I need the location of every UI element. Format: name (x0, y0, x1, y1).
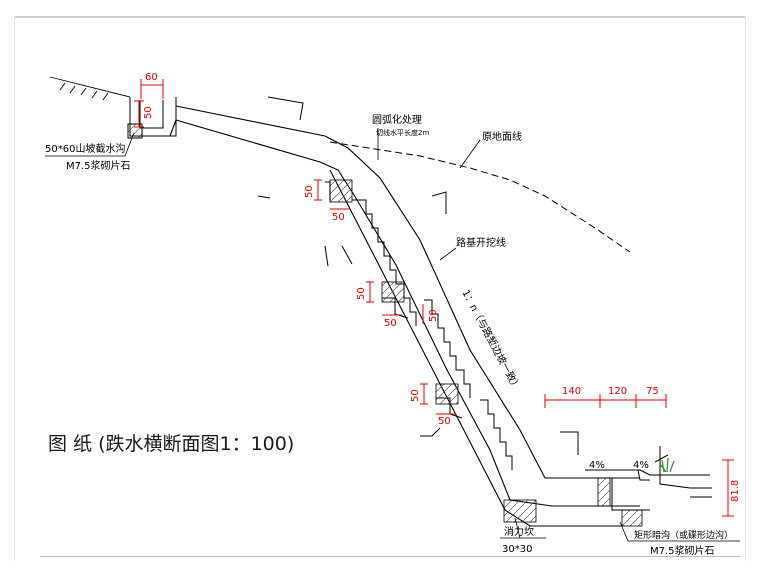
excavation-leader (439, 247, 457, 261)
slope-ratio-label: 1：n（与路堑边坡一致） (459, 287, 523, 393)
masonry-blocks (329, 179, 643, 527)
section-marks (257, 96, 579, 455)
original-ground-label: 原地面线 (482, 130, 522, 143)
grass-tuft (659, 457, 675, 473)
sheet-border-top (14, 16, 746, 18)
natural-slope-top (49, 76, 131, 101)
segment-1-label: 140 (562, 386, 581, 397)
step-b-width: 50 (384, 318, 397, 329)
sheet-border-left (14, 16, 15, 561)
step-dimensions (314, 179, 456, 415)
segment-2-label: 120 (608, 386, 627, 397)
segment-3-label: 75 (646, 386, 659, 397)
ground-leader (459, 139, 481, 169)
grade-left-label: 4% (589, 460, 605, 471)
ditch-depth-label: 50 (143, 106, 154, 119)
energy-size-label: 30*30 (502, 544, 532, 555)
step-a-height: 50 (304, 185, 315, 198)
road-shoulder (585, 446, 712, 511)
step-e-width: 50 (438, 416, 451, 427)
energy-dissipater-label: 消力坎 (504, 525, 534, 538)
sheet-border-bottom (40, 556, 740, 557)
drain-name-label: 矩形暗沟（或碟形边沟） (634, 529, 733, 541)
drawing-caption: 图 纸 (跌水横断面图1：100) (48, 433, 294, 455)
ditch-name-label: 50*60山坡截水沟 (45, 142, 125, 155)
height-right-label: 81.8 (730, 480, 741, 502)
chute-channel (169, 105, 640, 527)
dissipater-leader-tip (514, 517, 521, 539)
bottom-dimensions (544, 394, 734, 517)
ditch-material-label: M7.5浆砌片石 (66, 159, 131, 172)
step-a-width: 50 (332, 212, 345, 223)
original-ground-line (329, 141, 631, 253)
rounding-label: 圆弧化处理 (372, 113, 422, 126)
ditch-leader-tip (124, 132, 135, 157)
ditch-dimensions (134, 79, 164, 128)
step-c-height: 50 (428, 309, 439, 322)
ditch-width-label: 60 (145, 72, 158, 83)
excavation-line-label: 路基开挖线 (456, 236, 506, 249)
step-d-height: 50 (410, 389, 421, 402)
drain-material-label: M7.5浆砌片石 (650, 544, 715, 557)
step-b-height: 50 (356, 287, 367, 300)
sheet-border-right (745, 16, 746, 561)
drain-leader-tip (619, 521, 629, 542)
rounding-note: 切线水平长度2m (376, 128, 429, 137)
grade-right-label: 4% (633, 460, 649, 471)
